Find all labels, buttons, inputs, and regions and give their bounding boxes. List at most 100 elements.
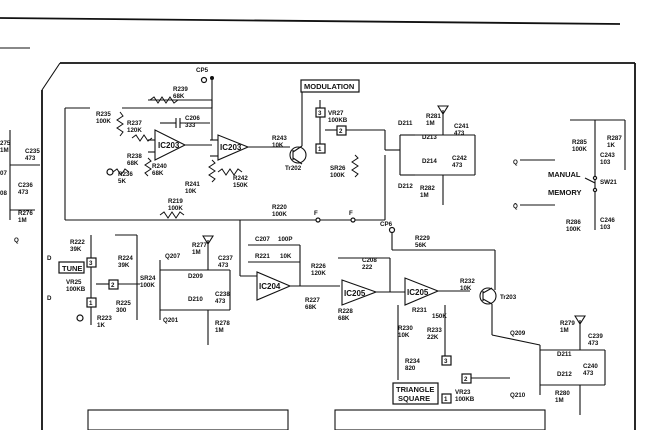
svg-text:10K: 10K: [185, 188, 197, 195]
svg-text:1M: 1M: [420, 192, 429, 199]
resistor-r229: R229 56K: [391, 235, 496, 290]
svg-text:1M: 1M: [555, 397, 564, 404]
modulation-label-box: MODULATION: [300, 79, 360, 93]
svg-text:1K: 1K: [607, 142, 615, 149]
svg-text:2: 2: [464, 376, 468, 383]
svg-text:D211: D211: [398, 120, 413, 127]
svg-text:SW21: SW21: [600, 179, 617, 186]
svg-text:R223: R223: [97, 315, 112, 322]
ic204: IC204 C207 100P R221 10K: [239, 220, 340, 301]
svg-text:Q210: Q210: [510, 392, 526, 399]
svg-text:R287: R287: [607, 135, 622, 142]
svg-text:F: F: [314, 210, 318, 217]
connector-d1: D: [47, 255, 52, 262]
svg-text:C239: C239: [588, 333, 603, 340]
svg-text:C243: C243: [600, 152, 615, 159]
svg-text:150K: 150K: [432, 313, 447, 320]
svg-text:R219: R219: [168, 198, 183, 205]
svg-text:C238: C238: [215, 291, 230, 298]
svg-text:100K: 100K: [272, 211, 287, 218]
svg-text:TUNE: TUNE: [62, 264, 82, 273]
svg-text:820: 820: [405, 365, 416, 372]
resistor-r219: R219 100K: [159, 198, 185, 219]
edge-label-07: 07: [0, 170, 7, 177]
svg-text:R220: R220: [272, 204, 287, 211]
svg-text:Q207: Q207: [165, 253, 181, 260]
resistor-r241: R241 10K: [185, 159, 216, 195]
svg-text:R238: R238: [127, 153, 142, 160]
svg-text:Q209: Q209: [510, 330, 526, 337]
svg-text:D212: D212: [557, 371, 572, 378]
svg-text:39K: 39K: [70, 246, 82, 253]
svg-text:100P: 100P: [278, 236, 292, 243]
svg-text:C240: C240: [583, 363, 598, 370]
edge-label-473b: 473: [18, 189, 29, 196]
edge-label-c236: C236: [18, 182, 33, 189]
resistor-r237: R237 120K: [127, 120, 153, 142]
svg-text:3: 3: [318, 110, 322, 117]
svg-text:R239: R239: [173, 86, 188, 93]
svg-text:473: 473: [215, 298, 226, 305]
svg-text:D209: D209: [188, 273, 203, 280]
resistor-r239: R239 68K: [149, 86, 188, 104]
svg-text:SR24: SR24: [140, 275, 156, 282]
svg-text:100KB: 100KB: [66, 286, 86, 293]
svg-text:R232: R232: [460, 278, 475, 285]
svg-text:D213: D213: [422, 134, 437, 141]
svg-text:10K: 10K: [460, 285, 472, 292]
resistor-r235: R235 100K: [96, 111, 124, 137]
ic205-feedback: R230 10K R231 150K R233 22K R234 820: [397, 305, 447, 380]
svg-text:R221: R221: [255, 253, 270, 260]
resistor-r238: R238 68K: [127, 153, 142, 167]
svg-text:Q̄: Q̄: [513, 203, 518, 210]
svg-text:300: 300: [116, 307, 127, 314]
svg-text:39K: 39K: [118, 262, 130, 269]
sr24-network: R224 39K SR24 100K R225 300: [115, 234, 156, 320]
svg-text:10K: 10K: [398, 332, 410, 339]
svg-text:473: 473: [454, 130, 465, 137]
svg-text:IC205: IC205: [407, 288, 429, 297]
cp5-label: CP5: [196, 67, 209, 74]
svg-text:100K: 100K: [168, 205, 183, 212]
svg-text:1: 1: [318, 146, 322, 153]
svg-text:68K: 68K: [338, 315, 350, 322]
triangle-square-section: 3 2 1 VR23 100KB TRIANGLE SQUARE: [392, 355, 510, 405]
svg-text:1M: 1M: [426, 120, 435, 127]
ic205-input-network: R226 120K C208 222 R227 68K R228 68K: [305, 257, 390, 322]
svg-text:56K: 56K: [415, 242, 427, 249]
svg-text:C208: C208: [362, 257, 377, 264]
svg-text:Q: Q: [513, 159, 518, 166]
svg-text:R286: R286: [566, 219, 581, 226]
svg-text:222: 222: [362, 264, 373, 271]
svg-text:R243: R243: [272, 135, 287, 142]
resistor-r220: R220 100K F F: [240, 155, 386, 223]
svg-text:R282: R282: [420, 185, 435, 192]
svg-text:C242: C242: [452, 155, 467, 162]
svg-text:R242: R242: [233, 175, 248, 182]
top-wiring: [64, 76, 240, 221]
svg-text:R227: R227: [305, 297, 320, 304]
svg-text:10K: 10K: [280, 253, 292, 260]
svg-text:SQUARE: SQUARE: [398, 394, 430, 403]
svg-text:R280: R280: [555, 390, 570, 397]
svg-text:C207: C207: [255, 236, 270, 243]
transistor-tr202: Tr202: [285, 89, 330, 172]
svg-text:R224: R224: [118, 255, 133, 262]
svg-text:1: 1: [89, 300, 93, 307]
svg-text:VR23: VR23: [455, 389, 471, 396]
svg-text:R235: R235: [96, 111, 111, 118]
svg-text:Tr202: Tr202: [285, 165, 302, 172]
svg-text:IC203: IC203: [158, 141, 180, 150]
ic203-left: IC203: [148, 129, 212, 161]
svg-text:2: 2: [339, 128, 343, 135]
svg-text:R236: R236: [118, 171, 133, 178]
svg-text:100K: 100K: [96, 118, 111, 125]
svg-text:C246: C246: [600, 217, 615, 224]
left-edge-section: 275 1M C235 473 07 08 C236 473 R276 1M Q…: [0, 130, 52, 302]
capacitor-c206: C206 333: [160, 115, 210, 129]
svg-text:5K: 5K: [118, 178, 126, 185]
svg-text:120K: 120K: [311, 270, 326, 277]
svg-text:R281: R281: [426, 113, 441, 120]
diode-network-top: D211 D213 D214 D212 R281 1M C241 473 C24…: [384, 105, 476, 205]
svg-text:100KB: 100KB: [455, 396, 475, 403]
